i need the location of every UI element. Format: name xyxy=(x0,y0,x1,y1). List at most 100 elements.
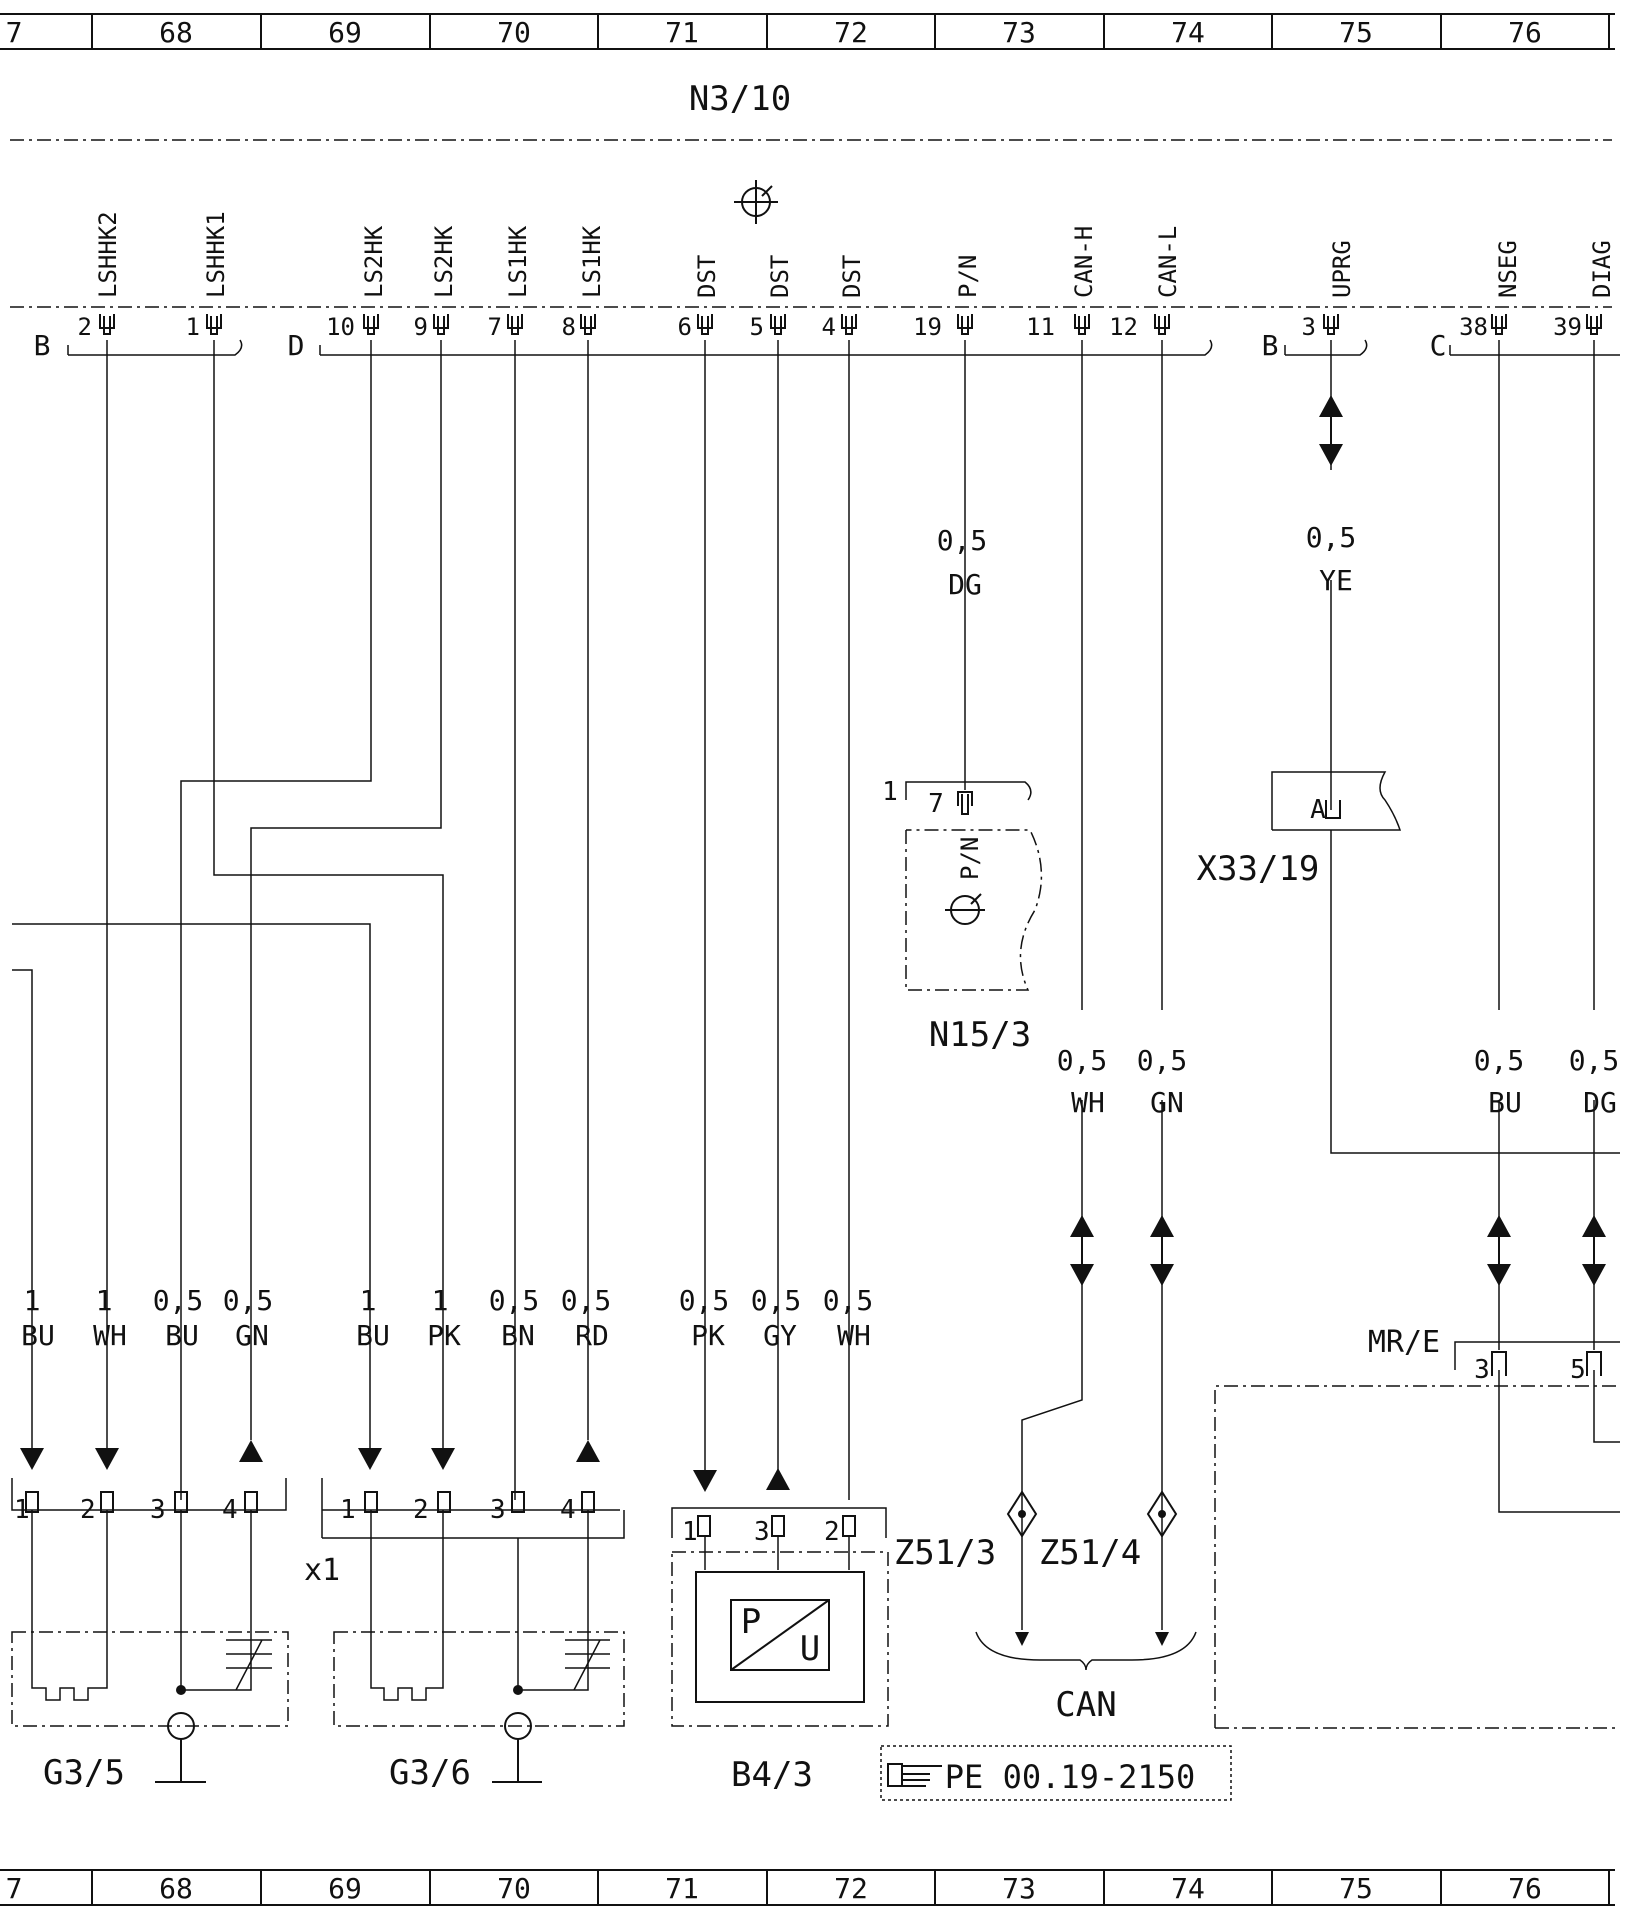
pin-number: 1 xyxy=(682,1517,698,1547)
pin-number: 4 xyxy=(222,1495,238,1525)
pin-terminal xyxy=(1323,314,1339,335)
arrow-up-icon xyxy=(766,1468,790,1490)
wire-size: 0,5 xyxy=(679,1284,730,1317)
connector-letter-d: D xyxy=(288,329,305,362)
pin-number: 4 xyxy=(822,313,836,341)
pin-number: 3 xyxy=(490,1495,506,1525)
diagnostic-socket-icon xyxy=(734,180,778,224)
connector-housings: B D B C xyxy=(34,329,1620,362)
pin-number: 2 xyxy=(824,1517,840,1547)
pressure-sensor-icon xyxy=(695,1571,865,1703)
wire-size: 0,5 xyxy=(823,1284,874,1317)
pin-terminal xyxy=(770,314,786,335)
connector-letter-b: B xyxy=(34,329,51,362)
component-label-x33-19: X33/19 xyxy=(1197,849,1320,889)
signal-arrows xyxy=(20,1440,790,1492)
pin-terminal xyxy=(841,314,857,335)
wire-labels-mid: 0,5 DG 0,5 YE 0,5 WH 0,5 GN 0,5 BU 0,5 D… xyxy=(937,521,1620,1119)
pin-terminal xyxy=(697,314,713,335)
component-label-b4-3: B4/3 xyxy=(731,1755,813,1795)
pin-number: 3 xyxy=(754,1517,770,1547)
wire-color: WH xyxy=(93,1319,127,1352)
wire-color: BU xyxy=(21,1319,55,1352)
arrow-down-icon xyxy=(20,1448,44,1470)
pin-number: 6 xyxy=(678,313,692,341)
pin-number: 2 xyxy=(80,1495,96,1525)
component-label-z51-4: Z51/4 xyxy=(1039,1533,1141,1573)
pin-number: 19 xyxy=(913,313,942,341)
pin-number: 7 xyxy=(928,789,944,819)
wire-size: 0,5 xyxy=(751,1284,802,1317)
wire-color: YE xyxy=(1319,564,1353,597)
wire-size: 0,5 xyxy=(489,1284,540,1317)
wire-size: 1 xyxy=(96,1284,113,1317)
arrow-down-icon xyxy=(431,1448,455,1470)
grid-cell: 68 xyxy=(159,1872,193,1905)
double-arrow-icon xyxy=(1582,1215,1606,1286)
grid-cell: 69 xyxy=(328,1872,362,1905)
grid-cell: 73 xyxy=(1002,1872,1036,1905)
wire-color: DG xyxy=(948,568,982,601)
double-arrow-icon xyxy=(1150,1215,1174,1286)
grid-cell: 72 xyxy=(834,16,868,49)
wire-color: WH xyxy=(1071,1086,1105,1119)
component-label-z51-3: Z51/3 xyxy=(894,1533,996,1573)
pressure-label-p: P xyxy=(741,1602,761,1642)
wire-size: 1 xyxy=(24,1284,41,1317)
connector-letter-c: C xyxy=(1430,329,1447,362)
component-label-n15-3: N15/3 xyxy=(929,1015,1031,1055)
grid-cell: 74 xyxy=(1171,16,1205,49)
connector-number: 1 xyxy=(882,777,898,807)
arrow-up-icon xyxy=(576,1440,600,1462)
module-title: N3/10 xyxy=(689,79,791,119)
grid-cell: 70 xyxy=(497,1872,531,1905)
pin-signal-label: LS2HK xyxy=(430,225,458,298)
pin-terminal xyxy=(1074,314,1090,335)
wire-size: 0,5 xyxy=(1569,1044,1620,1077)
wire-color: GN xyxy=(1150,1086,1184,1119)
wire-size: 0,5 xyxy=(1474,1044,1525,1077)
hand-pointer-icon xyxy=(887,1763,942,1787)
pin-terminal xyxy=(957,314,973,335)
pin-number: 4 xyxy=(560,1495,576,1525)
grid-cell: 73 xyxy=(1002,16,1036,49)
arrow-down-icon xyxy=(95,1448,119,1470)
pin-number: 3 xyxy=(1474,1355,1490,1385)
grid-cell: 75 xyxy=(1339,1872,1373,1905)
wire-color: PK xyxy=(691,1319,725,1352)
pin-number: 2 xyxy=(78,313,92,341)
pin-terminal xyxy=(1491,314,1507,335)
wires xyxy=(12,340,1620,1630)
component-label-g3-5: G3/5 xyxy=(43,1753,125,1793)
module-n15-3: 1 7 P/N N15/3 xyxy=(882,777,1043,1055)
pin-terminal xyxy=(363,314,379,335)
pin-signal-label: DST xyxy=(838,255,866,298)
pin-terminal xyxy=(433,314,449,335)
grid-cell: 75 xyxy=(1339,16,1373,49)
sensor-g3-6: 1 2 3 4 x1 G3/6 xyxy=(304,1478,625,1793)
pin-signal-label: P/N xyxy=(954,255,982,298)
module-mr-e: MR/E 3 5 xyxy=(1214,1325,1620,1729)
wire-color: RD xyxy=(575,1319,609,1352)
arrow-down-icon xyxy=(693,1470,717,1492)
reference-text: PE 00.19-2150 xyxy=(945,1758,1195,1796)
can-bus: Z51/4 CAN xyxy=(975,1490,1197,1725)
connector-x33-19: A X33/19 xyxy=(1197,771,1402,889)
pin-number: 5 xyxy=(750,313,764,341)
pin-terminal xyxy=(1586,314,1602,335)
arrow-down-icon xyxy=(358,1448,382,1470)
grid-cell: 69 xyxy=(328,16,362,49)
pin-terminal xyxy=(206,314,222,335)
n15-3-signal: P/N xyxy=(956,837,984,880)
wire-size: 0,5 xyxy=(1057,1044,1108,1077)
pin-number: 1 xyxy=(14,1495,30,1525)
grid-top: 7 68 69 70 71 72 73 74 75 76 xyxy=(0,13,1615,50)
grid-cell: 76 xyxy=(1508,1872,1542,1905)
voltage-label-u: U xyxy=(800,1629,820,1669)
pin-signal-label: NSEG xyxy=(1494,240,1522,298)
pin-signal-label: DIAG xyxy=(1588,240,1616,298)
double-arrow-icon xyxy=(1319,395,1343,466)
pin-signal-label: LS1HK xyxy=(578,225,606,298)
component-label-g3-6: G3/6 xyxy=(389,1753,471,1793)
